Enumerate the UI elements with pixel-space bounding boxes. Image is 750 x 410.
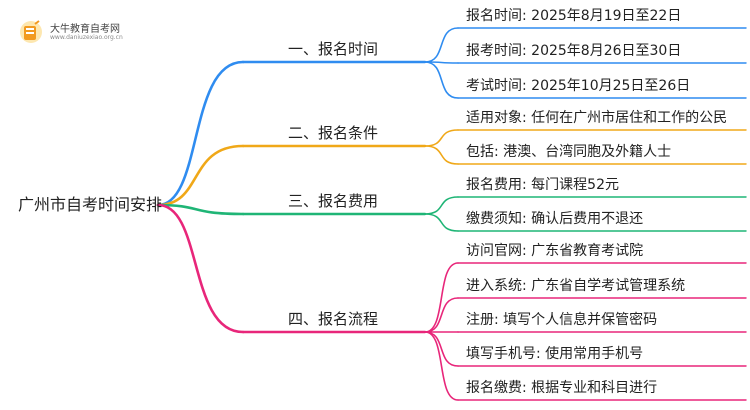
branch-label: 四、报名流程	[288, 310, 379, 328]
branch-label: 三、报名费用	[288, 192, 379, 210]
logo-title: 大牛教育自考网	[50, 24, 120, 35]
branch-leaf-connector	[424, 196, 459, 215]
leaf-label: 报考时间: 2025年8月26日至30日	[466, 43, 682, 59]
root-branch-connector	[156, 60, 245, 207]
root-branch-connector	[156, 144, 245, 207]
leaf-label: 报名缴费: 根据专业和科目进行	[466, 380, 658, 396]
leaf-label: 访问官网: 广东省教育考试院	[466, 243, 644, 259]
site-logo: 大牛教育自考网 www.daniuzexiao.org.cn	[18, 16, 128, 50]
branch-leaf-connector	[424, 213, 459, 232]
logo-subtitle: www.daniuzexiao.org.cn	[50, 34, 123, 41]
branch-leaf-connector	[424, 331, 459, 367]
branch-leaf-connector	[424, 61, 459, 99]
leaf-label: 报名费用: 每门课程52元	[466, 177, 619, 193]
branch-label: 一、报名时间	[288, 40, 379, 58]
branch-leaf-connector	[424, 331, 459, 401]
leaf-label: 报名时间: 2025年8月19日至22日	[466, 8, 682, 24]
root-branch-connector	[156, 203, 245, 216]
leaf-label: 包括: 港澳、台湾同胞及外籍人士	[466, 144, 672, 160]
leaf-label: 缴费须知: 确认后费用不退还	[466, 211, 644, 227]
leaf-label: 填写手机号: 使用常用手机号	[466, 346, 644, 362]
root-branch-connector	[156, 203, 245, 334]
branch-leaf-connector	[424, 145, 459, 165]
leaf-label: 注册: 填写个人信息并保管密码	[466, 312, 658, 328]
branch-leaf-connector	[424, 27, 459, 63]
leaf-label: 考试时间: 2025年10月25日至26日	[466, 78, 691, 94]
branch-leaf-connector	[424, 129, 459, 147]
branch-leaf-connector	[424, 262, 459, 333]
mindmap-root: 广州市自考时间安排	[18, 195, 163, 214]
book-logo-icon	[20, 20, 42, 43]
branch-label: 二、报名条件	[288, 124, 379, 142]
leaf-label: 进入系统: 广东省自学考试管理系统	[466, 278, 686, 294]
leaf-label: 适用对象: 任何在广州市居住和工作的公民	[466, 110, 728, 126]
branch-leaf-connector	[424, 297, 459, 333]
